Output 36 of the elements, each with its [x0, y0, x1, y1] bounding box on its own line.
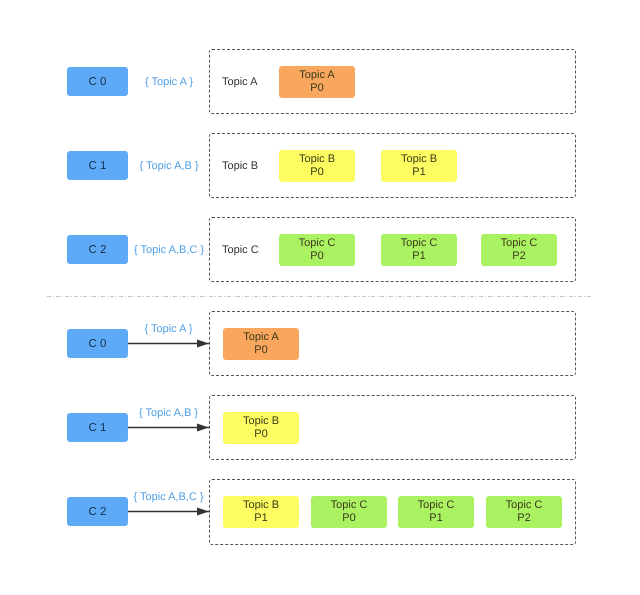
topic-label: Topic C — [222, 242, 259, 256]
subscription-label: { Topic A,B } — [139, 158, 199, 172]
consumer-box: C 0 — [67, 67, 128, 96]
topic-group — [209, 49, 576, 114]
edge-label: { Topic A,B,C } — [133, 490, 204, 504]
topic-group — [209, 217, 576, 282]
partition-box: Topic C P0 — [279, 234, 355, 266]
partition-box: Topic C P2 — [481, 234, 557, 266]
partition-box: Topic B P0 — [279, 150, 355, 182]
partition-box: Topic B P1 — [381, 150, 457, 182]
subscription-label: { Topic A } — [144, 74, 194, 88]
partition-box: Topic B P1 — [223, 496, 299, 528]
topic-label: Topic A — [222, 74, 258, 88]
topic-group — [209, 133, 576, 198]
partition-box: Topic C P2 — [486, 496, 562, 528]
partition-box: Topic B P0 — [223, 412, 299, 444]
partition-box: Topic C P1 — [398, 496, 474, 528]
topic-label: Topic B — [222, 158, 258, 172]
arrow — [128, 508, 209, 516]
arrow — [128, 424, 209, 432]
partition-box: Topic C P0 — [311, 496, 387, 528]
consumer-box: C 1 — [67, 413, 128, 442]
consumer-box: C 1 — [67, 151, 128, 180]
subscription-label: { Topic A,B,C } — [134, 242, 204, 256]
topic-group — [209, 479, 576, 545]
arrow — [128, 340, 209, 348]
edge-label: { Topic A } — [144, 322, 193, 336]
consumer-box: C 2 — [67, 235, 128, 264]
topic-group — [209, 395, 576, 460]
partition-box: Topic A P0 — [223, 328, 299, 360]
topic-group — [209, 311, 576, 376]
consumer-box: C 0 — [67, 329, 128, 358]
consumer-box: C 2 — [67, 497, 128, 526]
partition-box: Topic A P0 — [279, 66, 355, 98]
partition-box: Topic C P1 — [381, 234, 457, 266]
edge-label: { Topic A,B } — [138, 406, 198, 420]
